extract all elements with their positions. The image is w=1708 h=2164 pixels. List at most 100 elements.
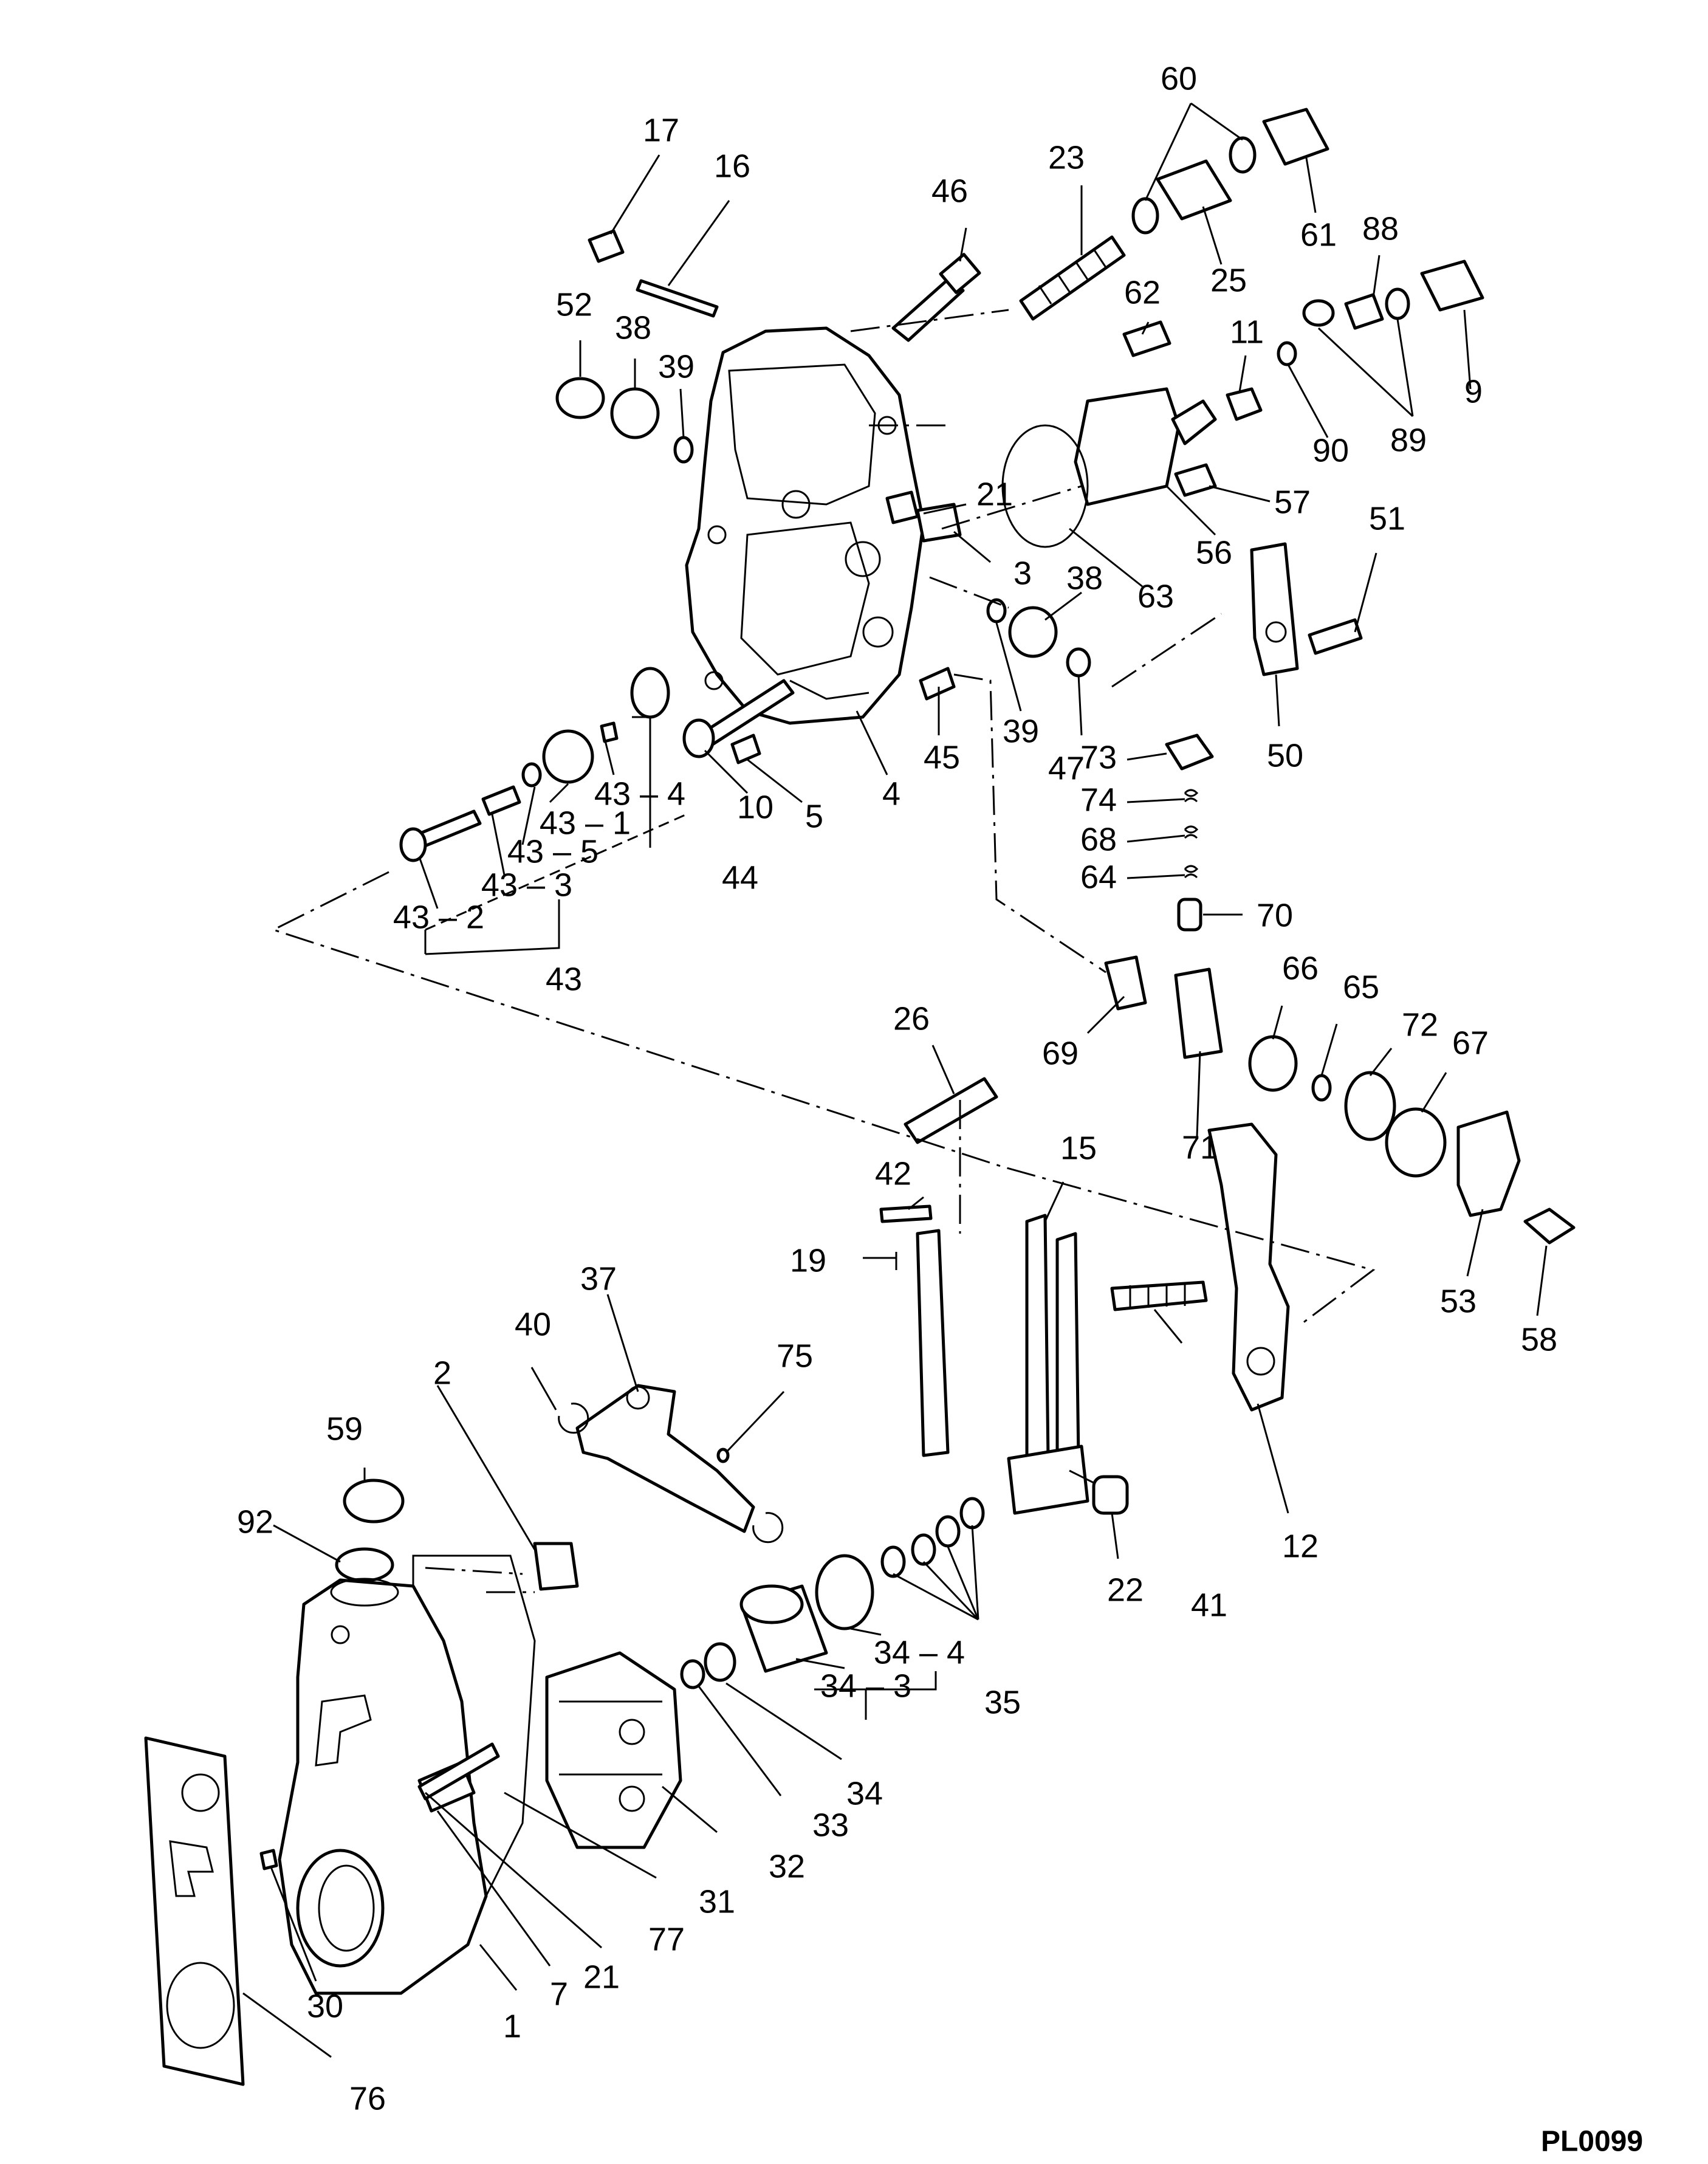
fitting-21-drawing — [885, 490, 919, 524]
shaft-69-drawing — [1104, 955, 1147, 1011]
pin-70-drawing — [1177, 898, 1202, 932]
callout-10: 10 — [737, 789, 773, 825]
callout-38-mid: 38 — [1066, 560, 1103, 596]
callout-62: 62 — [1124, 274, 1161, 311]
bracket-50-drawing — [1250, 542, 1299, 676]
callout-31: 31 — [699, 1883, 735, 1920]
bushing-38b-drawing — [1008, 606, 1058, 658]
callout-43-2: 43 – 2 — [393, 899, 484, 935]
nut-88-drawing — [1344, 293, 1384, 330]
callout-43-3: 43 – 3 — [481, 867, 572, 903]
callout-52: 52 — [556, 286, 592, 323]
callout-7: 7 — [550, 1976, 568, 2012]
callout-70: 70 — [1257, 897, 1293, 933]
callout-59: 59 — [326, 1410, 363, 1447]
part-illustrations — [144, 108, 1576, 2086]
spring-74-drawing — [1184, 789, 1199, 803]
spring-72-drawing — [1344, 1071, 1396, 1141]
callout-21-bottom: 21 — [583, 1959, 620, 1995]
washer-43-5-drawing — [521, 762, 542, 788]
washer-47-drawing — [1066, 647, 1091, 678]
callout-58: 58 — [1521, 1321, 1557, 1358]
callout-67: 67 — [1452, 1025, 1489, 1061]
clip-43-4-drawing — [600, 721, 619, 743]
callout-56: 56 — [1196, 534, 1232, 571]
bushing-38-drawing — [610, 387, 660, 439]
stud-7-drawing — [417, 1742, 500, 1801]
callout-77: 77 — [648, 1921, 685, 1957]
callout-75: 75 — [777, 1338, 813, 1374]
callout-22: 22 — [1107, 1571, 1144, 1608]
callout-42: 42 — [875, 1155, 911, 1192]
callout-11: 11 — [1230, 314, 1264, 350]
weight-31-drawing — [545, 1651, 682, 1849]
callout-43-5: 43 – 5 — [507, 833, 598, 870]
lower-housing-drawing — [278, 1578, 488, 1995]
washer-89a-drawing — [1302, 299, 1335, 327]
callout-43: 43 — [546, 961, 582, 997]
plate-34-4-drawing — [815, 1554, 874, 1630]
callout-50: 50 — [1267, 737, 1303, 774]
callout-33: 33 — [812, 1807, 849, 1843]
washer-32-drawing — [680, 1659, 705, 1689]
ring-39-drawing — [673, 436, 694, 464]
callout-45: 45 — [924, 739, 960, 775]
bolt-57-drawing — [1174, 463, 1217, 497]
assembly-centerlines — [271, 309, 1376, 1593]
callout-92: 92 — [237, 1503, 273, 1540]
callout-38-top: 38 — [615, 309, 651, 346]
plug-52-drawing — [555, 377, 605, 419]
lever-12-drawing — [1207, 1122, 1290, 1412]
callout-57: 57 — [1274, 484, 1311, 520]
plate-2-drawing — [533, 1542, 579, 1591]
callout-5: 5 — [805, 798, 823, 834]
callout-73: 73 — [1080, 739, 1117, 775]
cap-17-drawing — [588, 229, 625, 263]
drawing-code: PL0099 — [1541, 2126, 1643, 2158]
callout-3: 3 — [1013, 555, 1032, 591]
callout-65: 65 — [1343, 969, 1379, 1005]
callout-35: 35 — [984, 1684, 1021, 1720]
nut-61-drawing — [1262, 108, 1329, 166]
spring-23-drawing — [1019, 235, 1126, 321]
stud-45-drawing — [919, 667, 956, 701]
callout-34: 34 — [846, 1775, 883, 1812]
callout-26: 26 — [893, 1000, 930, 1037]
callout-1: 1 — [503, 2008, 521, 2044]
callout-9: 9 — [1464, 373, 1483, 410]
spring-64-drawing — [1184, 865, 1199, 879]
callout-19: 19 — [790, 1242, 826, 1279]
plate-53-drawing — [1456, 1110, 1521, 1217]
callout-46: 46 — [931, 173, 968, 209]
gasket-76-drawing — [144, 1736, 245, 2086]
callout-12: 12 — [1282, 1528, 1319, 1564]
callout-61: 61 — [1300, 216, 1337, 253]
callout-15: 15 — [1060, 1130, 1097, 1166]
ring-44-drawing — [630, 667, 670, 719]
bolt-51-drawing — [1308, 618, 1363, 655]
callout-51: 51 — [1369, 500, 1405, 537]
cap-59-drawing — [343, 1479, 405, 1523]
callout-labels: 17 16 46 23 60 61 25 88 9 52 38 39 62 11… — [237, 60, 1557, 2117]
callout-90: 90 — [1312, 432, 1349, 469]
callout-25: 25 — [1210, 262, 1247, 298]
washer-89b-drawing — [1385, 287, 1410, 320]
spring-43-3-drawing — [481, 785, 521, 816]
pin-30-drawing — [259, 1849, 278, 1870]
lever-15-drawing — [1025, 1214, 1050, 1466]
callout-88: 88 — [1362, 210, 1399, 247]
ball-75-drawing — [716, 1448, 730, 1463]
bolt-46-drawing — [891, 278, 965, 342]
fitting-9-drawing — [1420, 259, 1484, 312]
callout-68: 68 — [1080, 821, 1117, 857]
callout-leader-lines — [242, 102, 1548, 2058]
upper-housing-drawing — [685, 326, 925, 725]
callout-71: 71 — [1182, 1129, 1218, 1166]
sleeve-33-drawing — [704, 1642, 736, 1682]
callout-4: 4 — [882, 775, 900, 812]
callout-69: 69 — [1042, 1035, 1079, 1071]
ring-90-drawing — [1277, 341, 1297, 366]
clip-40-drawing — [558, 1403, 589, 1434]
bolt-62-drawing — [1122, 320, 1171, 357]
callout-39-top: 39 — [658, 348, 695, 385]
